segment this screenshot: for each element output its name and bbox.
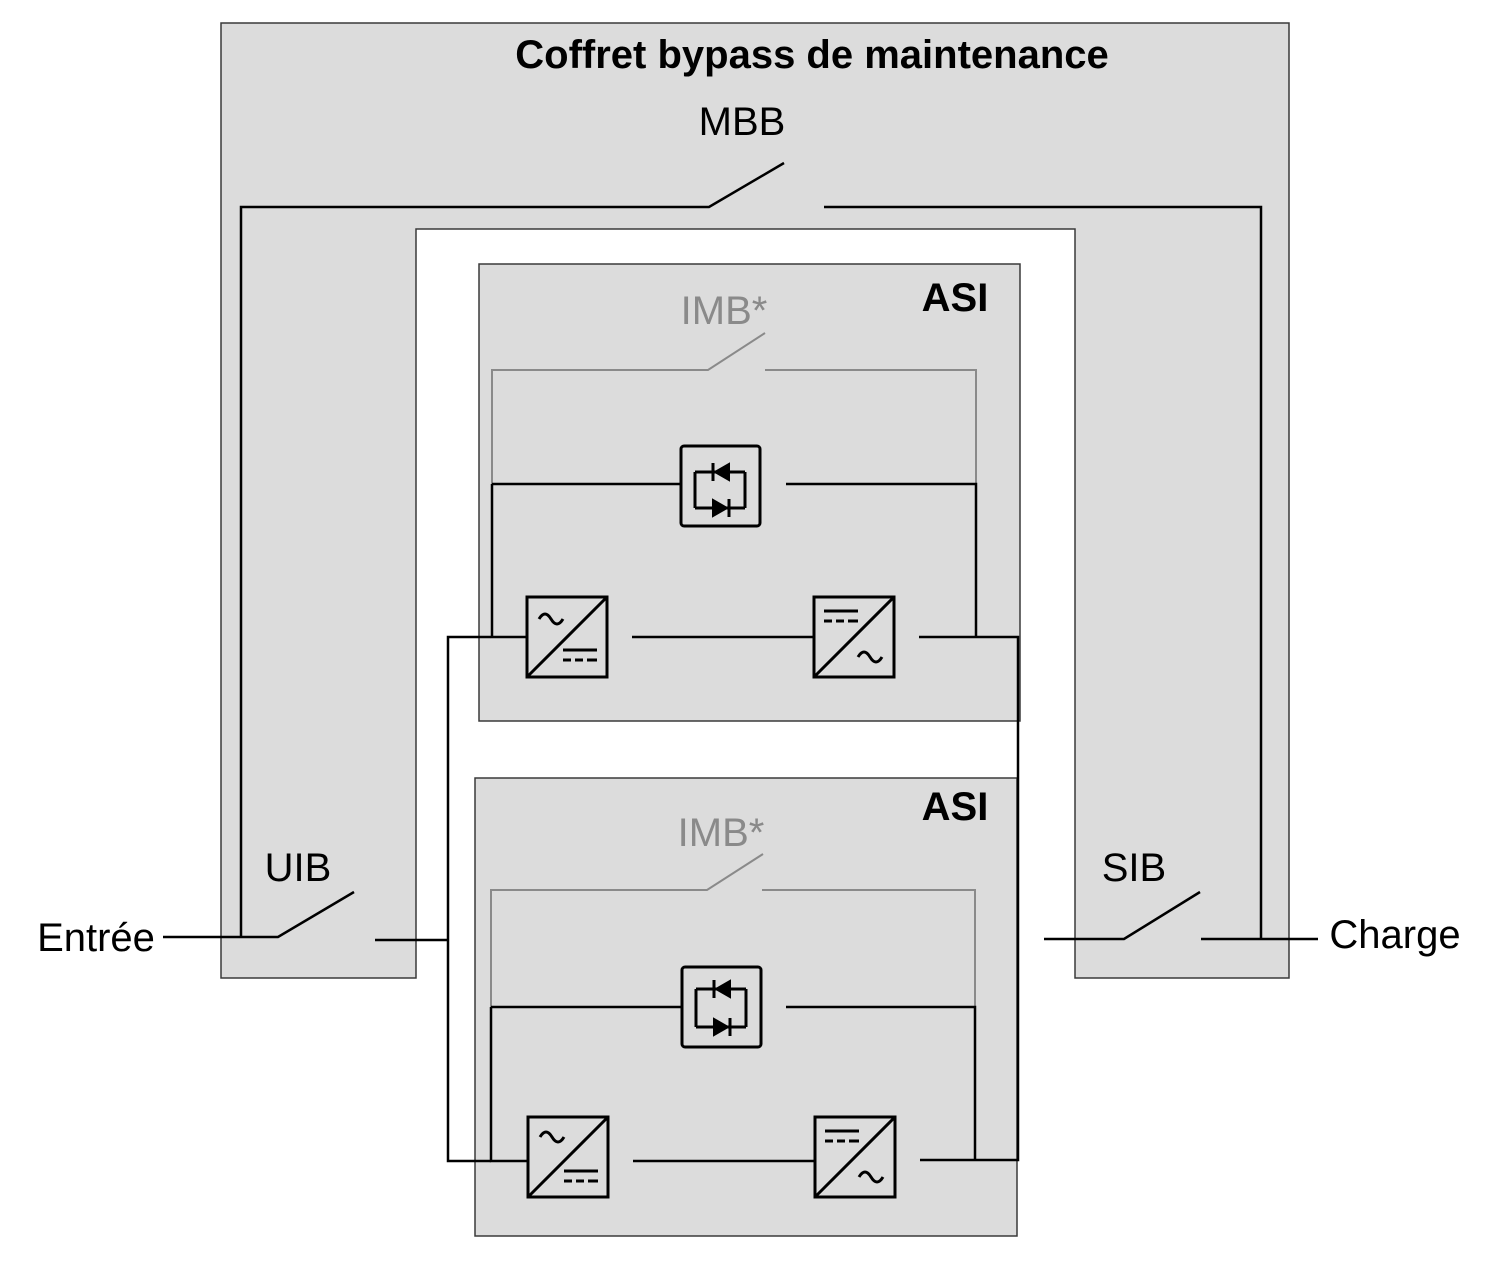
ups-1-internal-wiring (490, 332, 978, 639)
ups-2-static-switch-icon (680, 965, 763, 1049)
uib-label: UIB (265, 846, 332, 890)
input-bus (446, 635, 491, 1163)
ups-1-rectifier-icon (525, 595, 609, 679)
sib-label: SIB (1102, 846, 1166, 890)
ups-2-inverter-icon (813, 1115, 897, 1199)
uib-switch (163, 890, 448, 942)
ups-2-title: ASI (922, 785, 989, 829)
mbb-switch (239, 161, 1263, 939)
mbb-label: MBB (699, 100, 786, 144)
output-label: Charge (1329, 913, 1460, 957)
ups-2-internal-wiring (489, 853, 977, 1163)
sib-switch (1044, 890, 1318, 941)
ups-2-imb-label: IMB* (678, 811, 765, 855)
ups-1-box (478, 263, 1021, 722)
bypass-cabinet (220, 22, 1290, 979)
input-label: Entrée (37, 916, 155, 960)
ups-1-title: ASI (922, 276, 989, 320)
cabinet-title: Coffret bypass de maintenance (515, 33, 1109, 77)
ups-1-static-switch-icon (679, 444, 762, 528)
ups-1-inverter-icon (812, 595, 896, 679)
ups-1-imb-label: IMB* (681, 289, 768, 333)
output-bus (975, 635, 1020, 1162)
ups-2-rectifier-icon (526, 1115, 610, 1199)
